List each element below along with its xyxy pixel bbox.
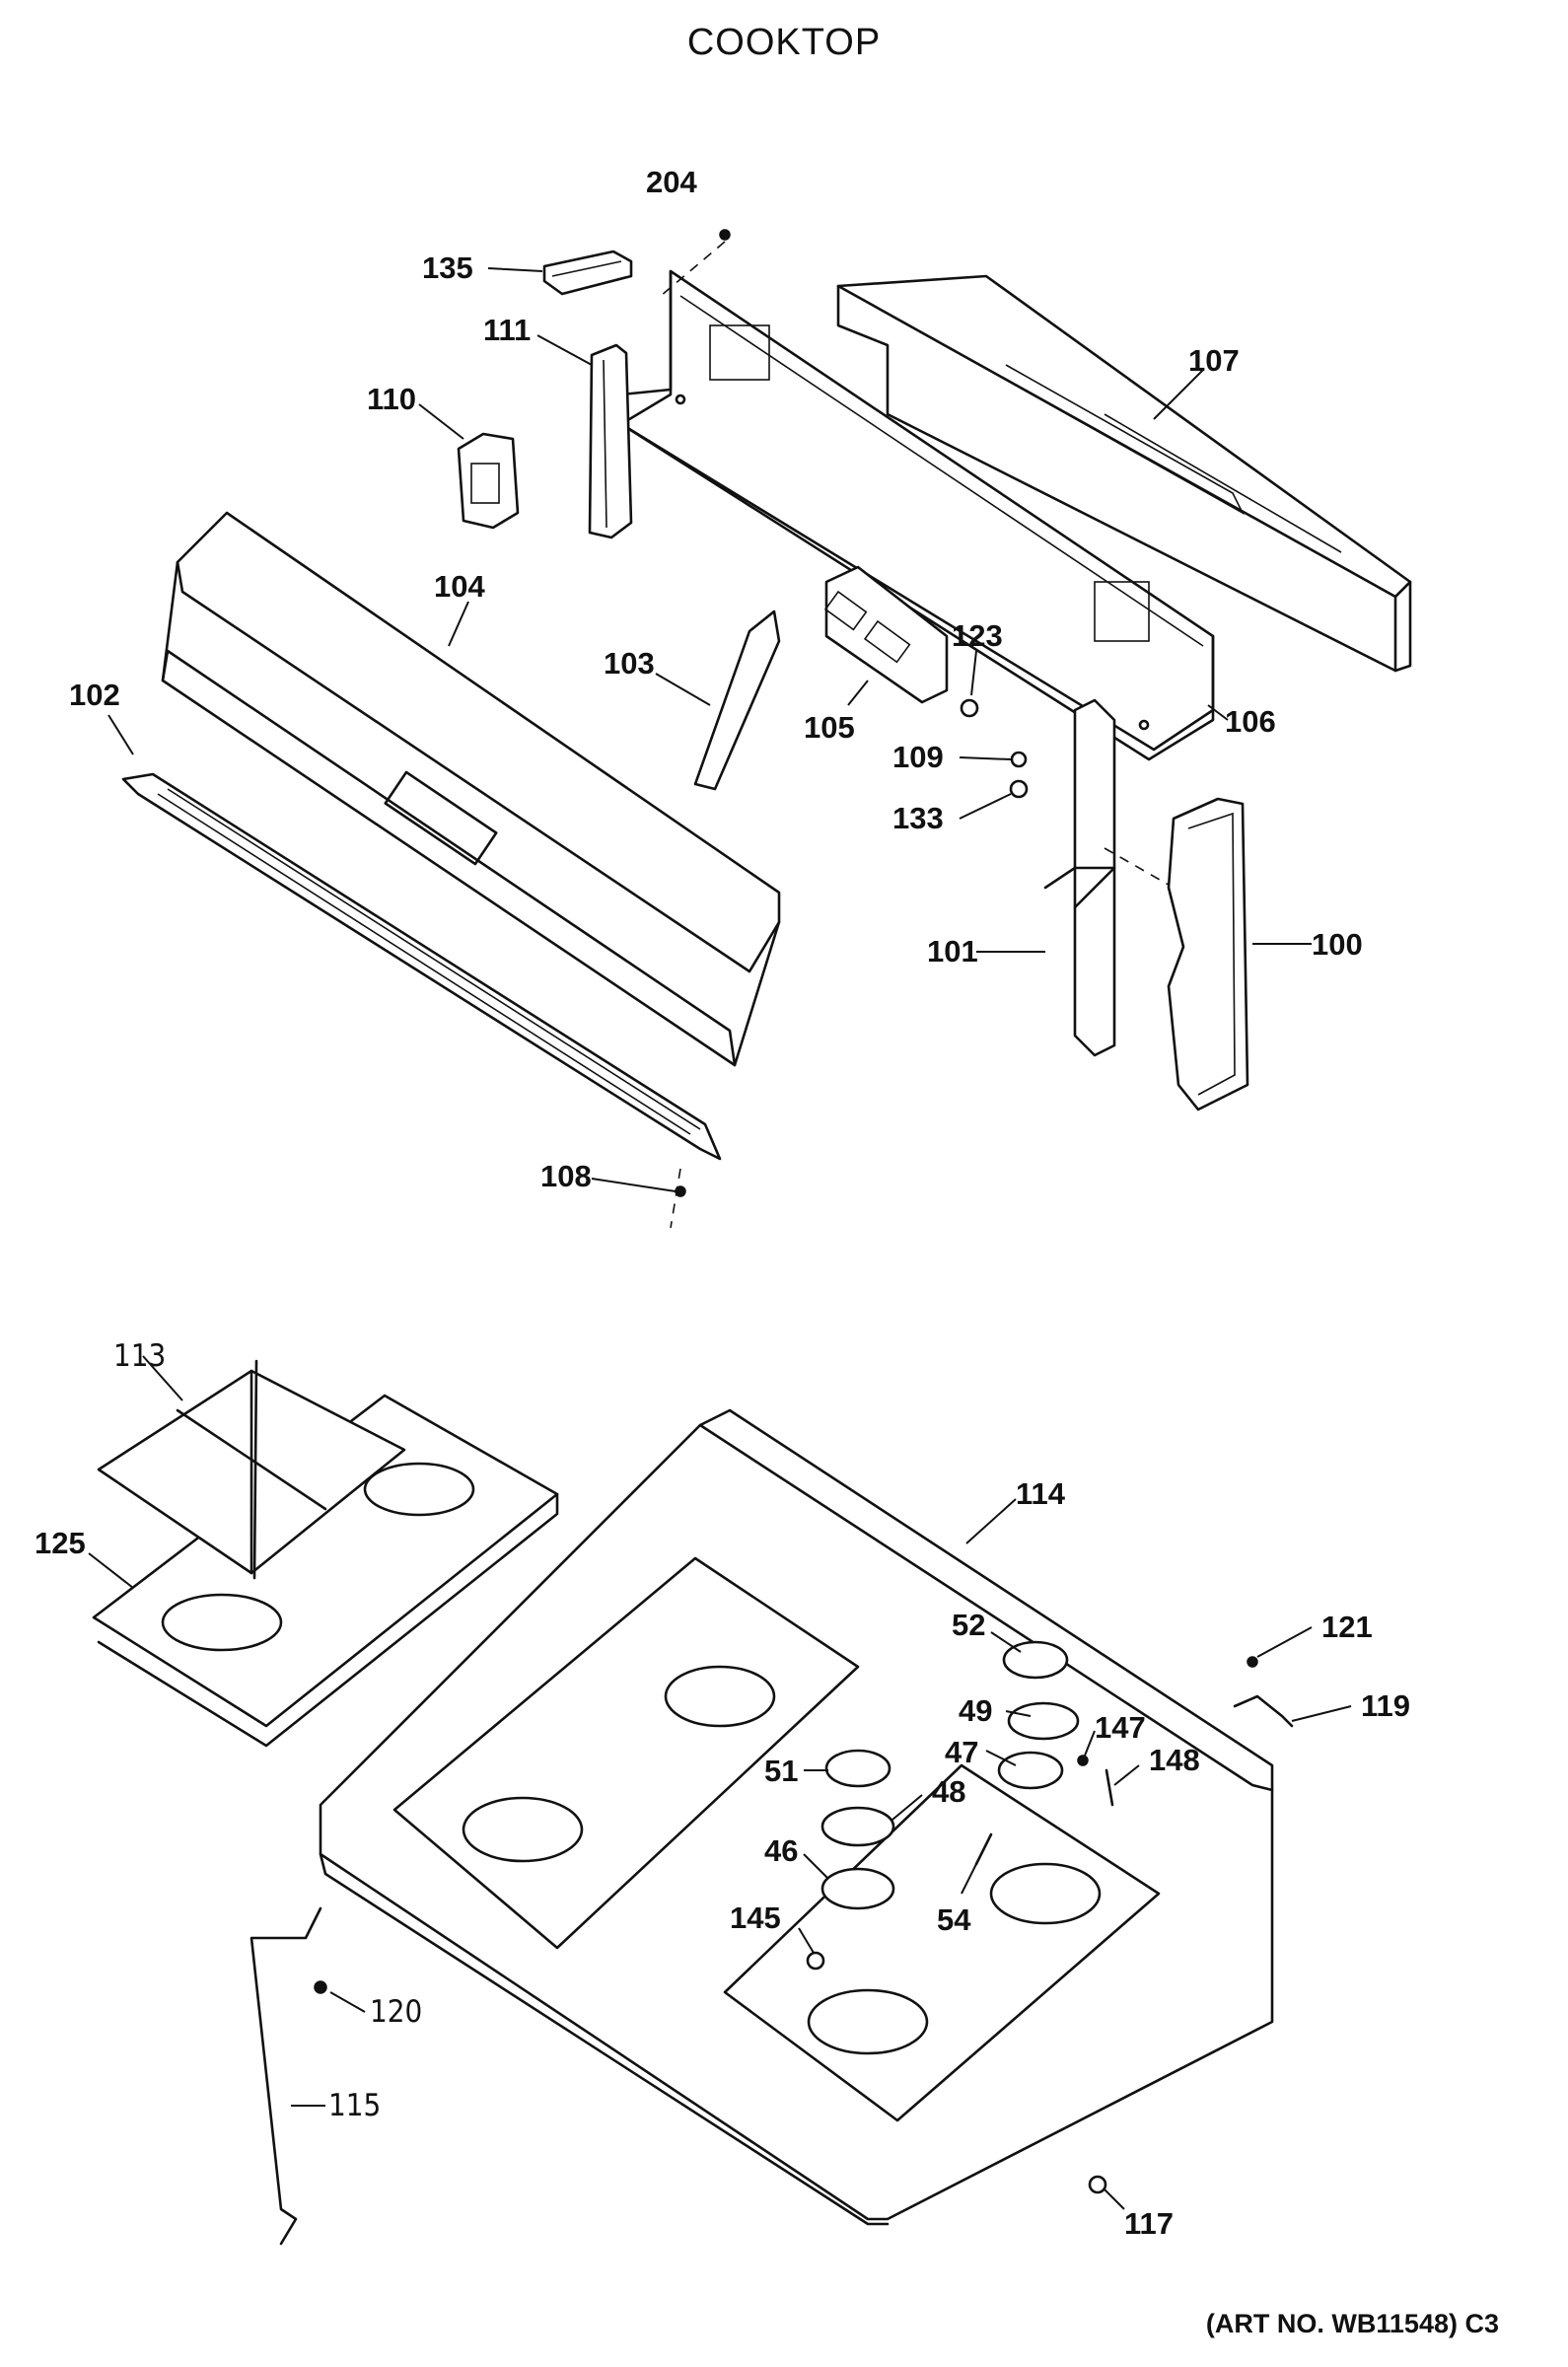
callout-135: 135 [422, 251, 473, 285]
callout-109: 109 [892, 740, 944, 774]
callout-48: 48 [932, 1774, 965, 1809]
callout-125: 125 [35, 1526, 86, 1560]
part-121-screw [1247, 1656, 1258, 1668]
part-54-electrode [974, 1832, 993, 1866]
callout-46: 46 [764, 1833, 798, 1868]
part-100-end-cap [1167, 797, 1249, 1112]
part-47-base [997, 1751, 1064, 1790]
leader-lines [88, 267, 1352, 2210]
callout-100: 100 [1312, 927, 1363, 962]
callout-51: 51 [764, 1754, 798, 1788]
part-111-bracket [588, 343, 633, 539]
part-113-grate [97, 1359, 406, 1580]
callout-120: 120 [370, 1994, 422, 2030]
callout-105: 105 [804, 710, 855, 745]
part-114-cooktop [319, 1408, 1274, 2226]
part-46-base [820, 1867, 895, 1910]
callout-115: 115 [328, 2088, 381, 2123]
callout-52: 52 [952, 1608, 985, 1642]
part-123-nut [960, 698, 979, 718]
callout-49: 49 [959, 1693, 992, 1728]
part-108-screw [670, 1168, 686, 1229]
part-105-clock [823, 565, 949, 704]
callout-133: 133 [892, 801, 944, 835]
part-120-screw [314, 1980, 327, 1994]
part-145-clip [806, 1951, 825, 1971]
part-204-screw [660, 229, 731, 297]
callout-107: 107 [1188, 343, 1240, 378]
part-104-control-panel [161, 511, 781, 1067]
callout-104: 104 [434, 569, 485, 604]
part-135-bracket [542, 250, 633, 296]
callout-114: 114 [1016, 1476, 1066, 1511]
callout-102: 102 [69, 678, 120, 712]
part-148-electrode [1105, 1768, 1114, 1807]
part-102-trim-strip [121, 772, 722, 1161]
callout-101: 101 [927, 934, 978, 968]
part-110-switch [457, 432, 520, 530]
callout-204: 204 [646, 165, 697, 199]
part-101-side-bracket [1043, 698, 1175, 1057]
callout-47: 47 [945, 1735, 978, 1769]
callout-110: 110 [367, 382, 416, 416]
part-133-washer [1009, 779, 1029, 799]
part-109-washer [1010, 751, 1028, 768]
part-147-electrode [1077, 1755, 1089, 1766]
part-117-nut [1088, 2175, 1107, 2194]
part-107-top-cover [836, 274, 1412, 673]
callout-117: 117 [1124, 2206, 1174, 2241]
callout-123: 123 [952, 618, 1003, 653]
part-48-head [820, 1806, 895, 1847]
callout-147: 147 [1095, 1710, 1146, 1745]
callout-106: 106 [1225, 704, 1276, 739]
callout-108: 108 [540, 1159, 592, 1193]
part-51-cap [824, 1749, 891, 1788]
callout-119: 119 [1361, 1688, 1410, 1723]
callout-121: 121 [1321, 1610, 1373, 1644]
callout-148: 148 [1149, 1743, 1200, 1777]
callout-111: 111 [483, 313, 531, 347]
callout-145: 145 [730, 1901, 781, 1935]
diagram-title: COOKTOP [686, 22, 882, 63]
part-119-bracket [1233, 1694, 1294, 1728]
art-number: (ART NO. WB11548) C3 [1205, 2309, 1499, 2338]
part-49-head [1007, 1701, 1080, 1741]
part-115-brace [249, 1906, 322, 2246]
callout-103: 103 [604, 646, 655, 681]
callout-54: 54 [937, 1902, 971, 1937]
callout-113: 113 [113, 1338, 166, 1374]
part-103-bracket [693, 610, 781, 791]
